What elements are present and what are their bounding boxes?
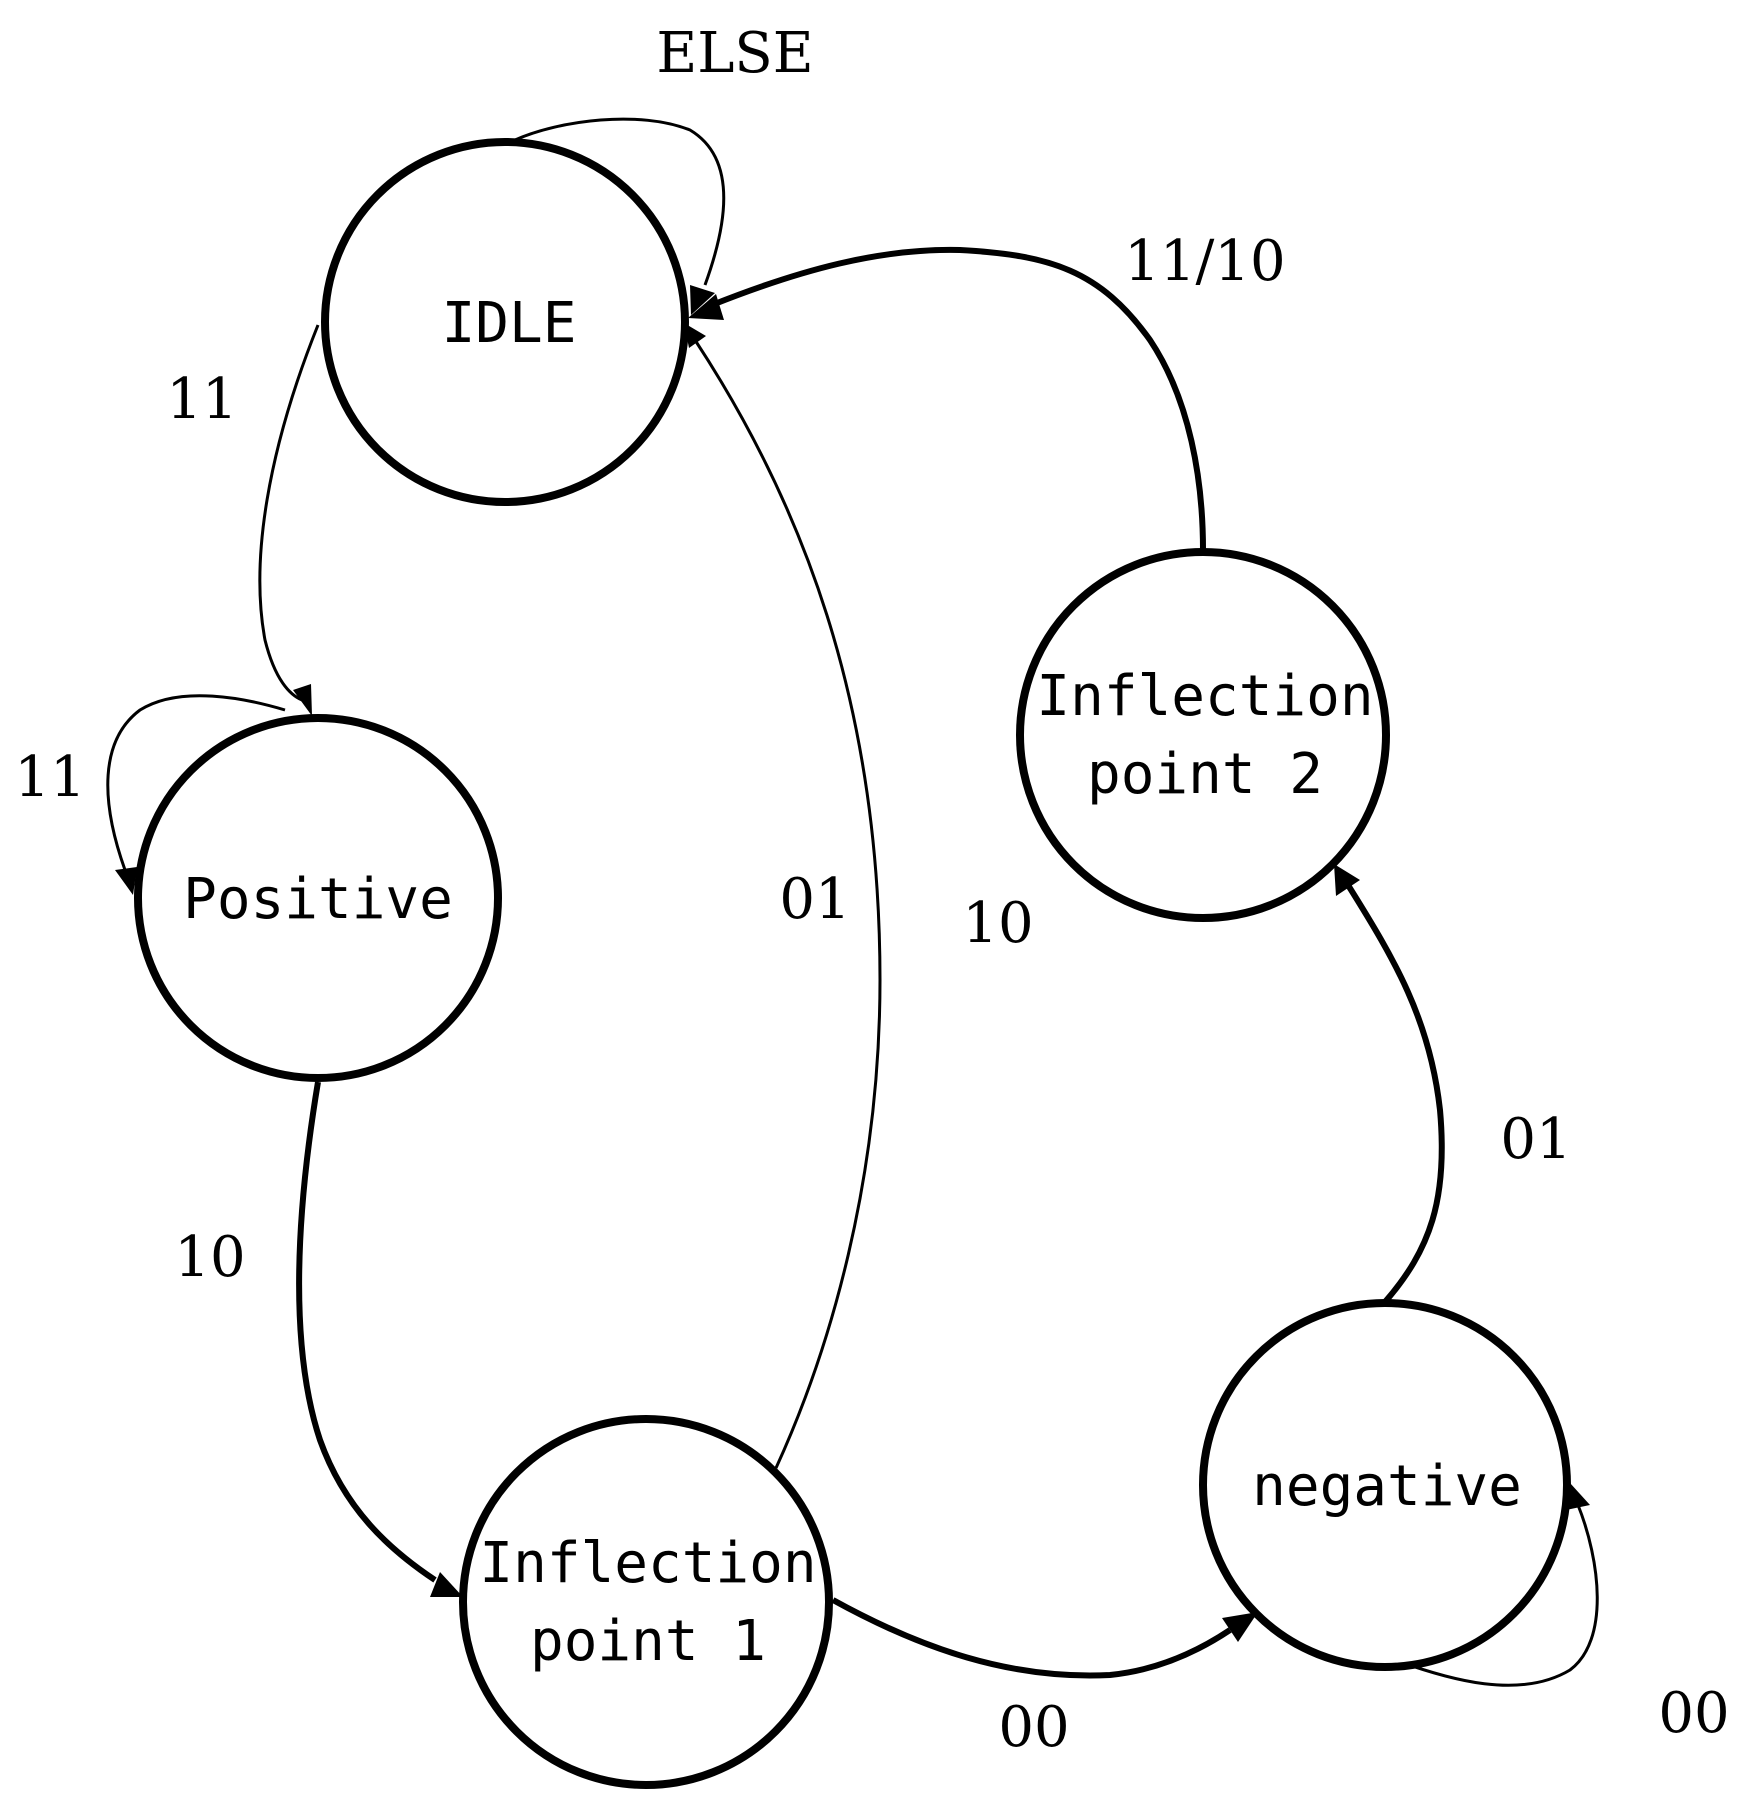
state-negative: negative xyxy=(1199,1299,1571,1671)
edge-idle-to-positive xyxy=(258,324,320,702)
edge-positive-to-inflection1 xyxy=(296,1081,437,1583)
edge-inflection1-to-negative xyxy=(831,1597,1232,1679)
label-negative-to-inflection2: 01 xyxy=(1500,1107,1571,1172)
label-negative-self: 00 xyxy=(1658,1681,1729,1746)
state-positive: Positive xyxy=(134,714,502,1082)
label-idle-to-positive: 11 xyxy=(166,367,237,432)
state-inflection-point-1: Inflection point 1 xyxy=(459,1415,833,1789)
label-inflection2-to-idle: 11/10 xyxy=(1124,229,1285,294)
edge-inflection1-to-idle-arrowhead xyxy=(684,323,706,348)
label-inflection2-to-negative: 10 xyxy=(962,891,1033,956)
edge-negative-to-inflection2 xyxy=(1345,883,1445,1304)
edge-idle-self xyxy=(514,117,726,286)
edge-positive-self-arrowhead xyxy=(115,867,137,895)
edge-idle-to-positive-arrowhead xyxy=(293,684,312,716)
state-inflection2-label-line1: Inflection xyxy=(1036,664,1373,729)
edge-idle-self-arrowhead xyxy=(690,285,715,315)
label-inflection1-to-negative: 00 xyxy=(998,1695,1069,1760)
edge-inflection2-to-idle xyxy=(710,246,1206,551)
state-inflection-point-2: Inflection point 2 xyxy=(1016,548,1390,922)
label-positive-self: 11 xyxy=(14,745,85,810)
edge-positive-to-inflection1-arrowhead xyxy=(430,1572,463,1597)
edge-negative-self-arrowhead xyxy=(1566,1483,1590,1510)
state-inflection1-label-line1: Inflection xyxy=(479,1531,816,1596)
edge-inflection1-to-idle xyxy=(693,339,882,1469)
label-positive-to-inflection1: 10 xyxy=(174,1225,245,1290)
edge-inflection1-to-negative-arrowhead xyxy=(1222,1612,1258,1642)
label-inflection1-to-idle: 01 xyxy=(779,867,850,932)
state-idle: IDLE xyxy=(321,138,689,506)
edge-inflection2-to-idle-arrowhead xyxy=(688,294,724,320)
state-positive-label: Positive xyxy=(183,867,453,932)
state-idle-label: IDLE xyxy=(442,291,577,356)
edge-positive-self xyxy=(106,694,286,871)
edge-negative-to-inflection2-arrowhead xyxy=(1334,864,1360,896)
state-inflection2-label-line2: point 2 xyxy=(1087,742,1323,807)
state-negative-label: negative xyxy=(1252,1454,1522,1519)
state-inflection1-label-line2: point 1 xyxy=(530,1609,766,1674)
label-idle-self: ELSE xyxy=(656,21,813,86)
edge-negative-self xyxy=(1394,1504,1599,1687)
